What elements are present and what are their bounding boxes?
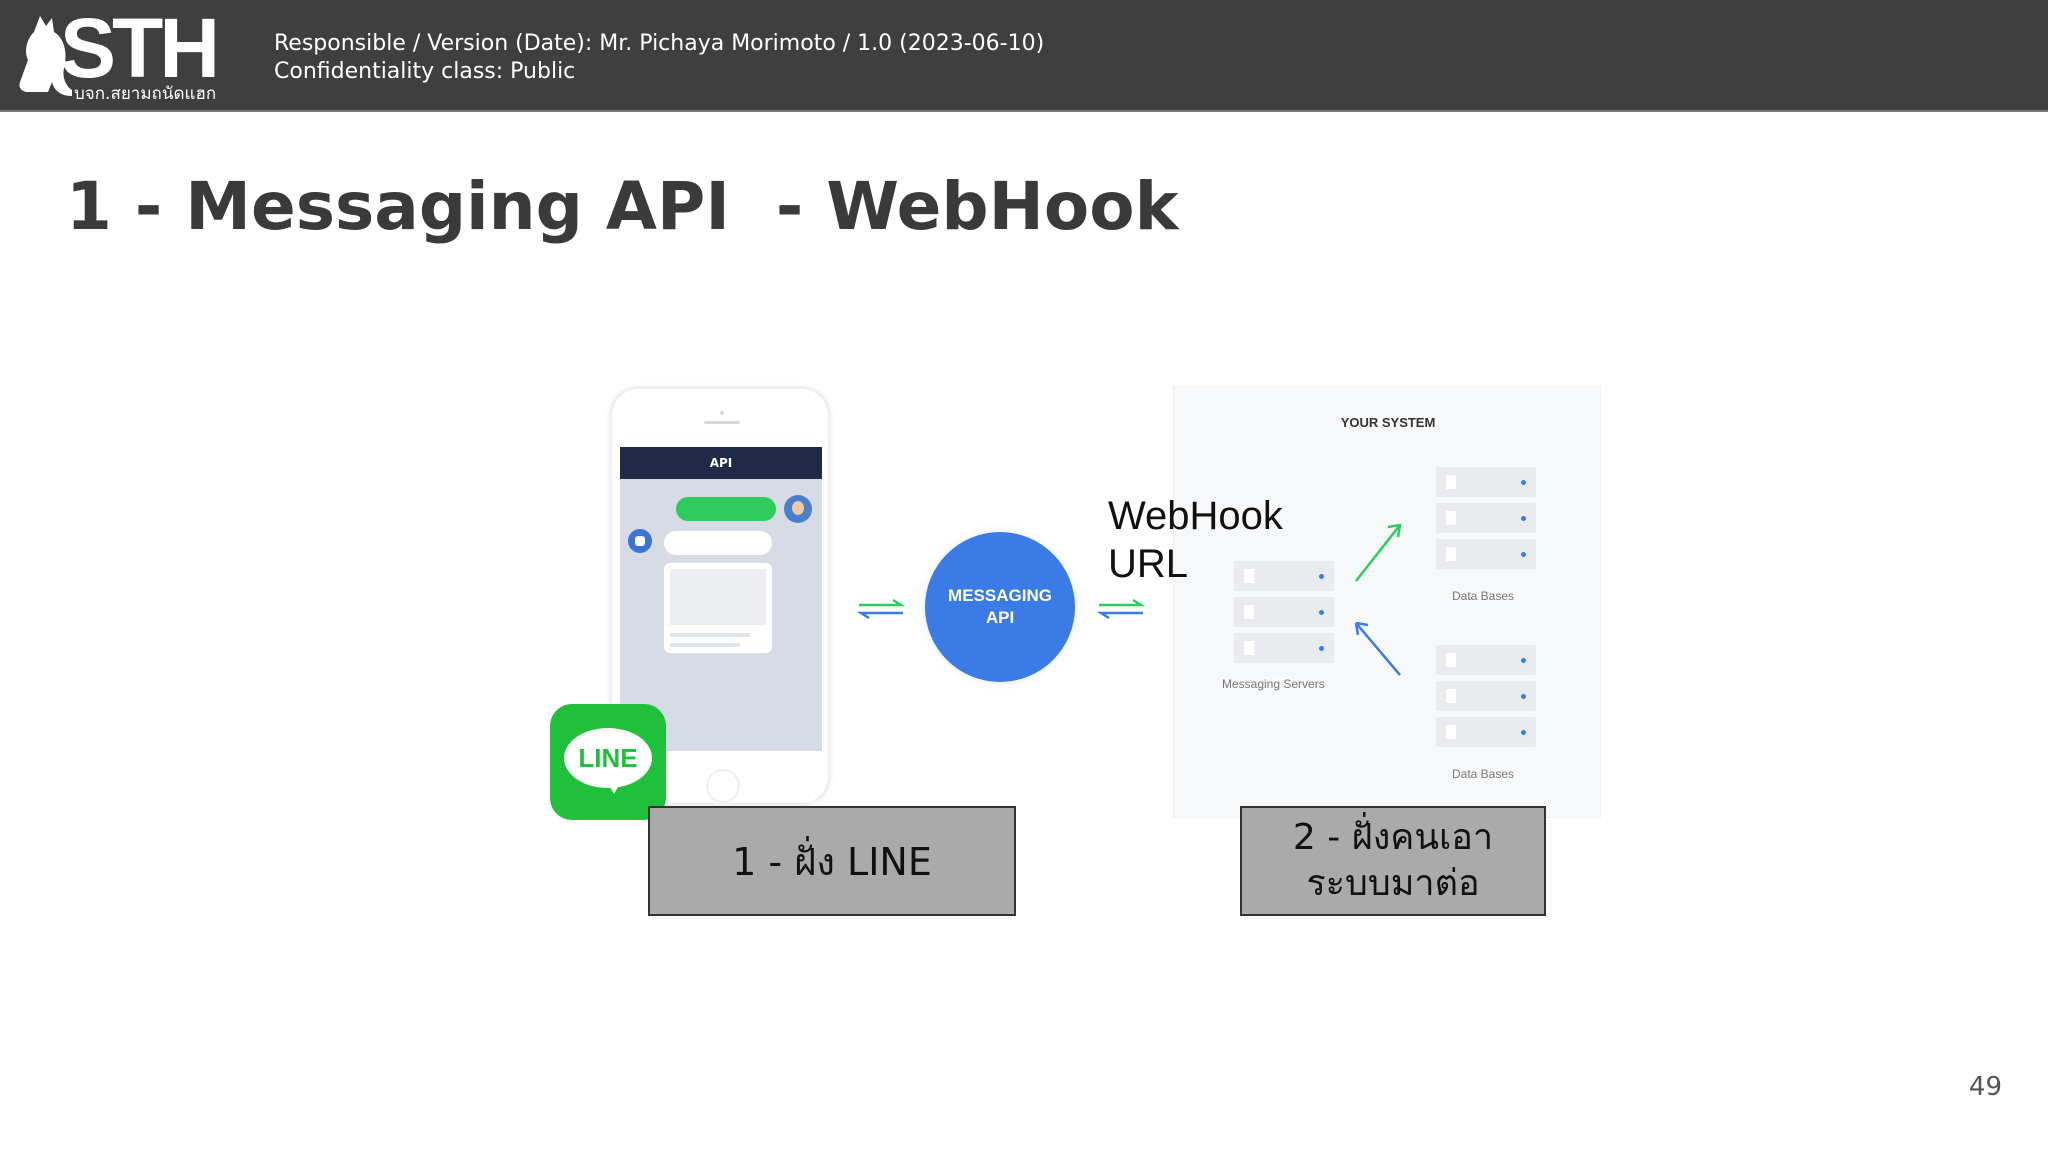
logo-subtitle: บจก.สยามถนัดแฮก bbox=[74, 84, 217, 104]
phone-app-bar: API bbox=[620, 447, 822, 479]
messaging-server bbox=[1234, 597, 1334, 627]
line-side-label: 1 - ฝั่ง LINE bbox=[732, 839, 932, 884]
database-server bbox=[1436, 467, 1536, 497]
messaging-servers-label: Messaging Servers bbox=[1222, 677, 1325, 691]
webhook-label-line2: URL bbox=[1108, 542, 1189, 586]
card-image-placeholder bbox=[670, 569, 766, 625]
messaging-server bbox=[1234, 633, 1334, 663]
data-bases-label-bottom: Data Bases bbox=[1452, 767, 1515, 781]
line-side-label-box: 1 - ฝั่ง LINE bbox=[648, 806, 1016, 916]
line-bubble-tail bbox=[606, 780, 622, 794]
system-side-label-box: 2 - ฝั่งคนเอา ระบบมาต่อ bbox=[1240, 806, 1546, 916]
phone-home-button bbox=[706, 769, 740, 803]
document-info: Responsible / Version (Date): Mr. Pichay… bbox=[274, 30, 1044, 86]
phone-screen: API bbox=[620, 447, 822, 751]
bidirectional-arrow-icon bbox=[1097, 598, 1145, 620]
system-side-label-line2: ระบบมาต่อ bbox=[1306, 863, 1480, 904]
confidentiality-line: Confidentiality class: Public bbox=[274, 59, 576, 84]
cat-logo-icon bbox=[19, 16, 72, 96]
sth-logo: STH บจก.สยามถนัดแฮก bbox=[14, 6, 220, 104]
bidirectional-arrow-icon bbox=[857, 598, 905, 620]
messaging-server bbox=[1234, 561, 1334, 591]
messaging-api-label-line2: API bbox=[985, 608, 1015, 627]
responsible-version-line: Responsible / Version (Date): Mr. Pichay… bbox=[274, 31, 1045, 56]
your-system-title: YOUR SYSTEM bbox=[1340, 415, 1436, 430]
exchange-arrows-left bbox=[857, 598, 905, 620]
database-server bbox=[1436, 681, 1536, 711]
messaging-api-label-line1: MESSAGING bbox=[948, 586, 1052, 605]
chat-bubble-user bbox=[676, 497, 776, 521]
your-system-panel: YOUR SYSTEM Messaging Servers Data Bases… bbox=[1173, 386, 1601, 818]
data-bases-label-top: Data Bases bbox=[1452, 589, 1515, 603]
logo-wordmark: STH bbox=[60, 1, 220, 95]
database-server bbox=[1436, 503, 1536, 533]
page-number: 49 bbox=[1968, 1072, 2002, 1102]
card-text-line bbox=[670, 633, 750, 637]
database-server bbox=[1436, 539, 1536, 569]
line-speech-bubble bbox=[564, 728, 652, 788]
phone-camera-dot bbox=[720, 411, 724, 415]
messaging-api-circle: MESSAGING API bbox=[925, 532, 1075, 682]
webhook-diagram: API LINE MESSAGING API bbox=[545, 380, 1615, 920]
line-app-icon: LINE bbox=[550, 704, 666, 820]
slide-title: 1 - Messaging API - WebHook bbox=[66, 168, 1179, 245]
webhook-url-label: WebHook URL bbox=[1108, 492, 1283, 588]
webhook-label-line1: WebHook bbox=[1108, 494, 1283, 538]
system-side-label-line1: 2 - ฝั่งคนเอา bbox=[1292, 817, 1494, 858]
database-server bbox=[1436, 717, 1536, 747]
exchange-arrows-right bbox=[1097, 598, 1145, 620]
database-server bbox=[1436, 645, 1536, 675]
server-connection-arrows bbox=[1354, 523, 1402, 676]
bot-avatar-icon bbox=[628, 529, 652, 553]
slide-header: STH บจก.สยามถนัดแฮก Responsible / Versio… bbox=[0, 0, 2048, 112]
chat-card-message bbox=[664, 563, 772, 653]
user-avatar-icon bbox=[784, 495, 812, 523]
chat-bubble-bot bbox=[664, 531, 772, 555]
phone-speaker bbox=[704, 421, 740, 424]
card-text-line bbox=[670, 643, 740, 647]
line-logo-text: LINE bbox=[578, 743, 638, 773]
